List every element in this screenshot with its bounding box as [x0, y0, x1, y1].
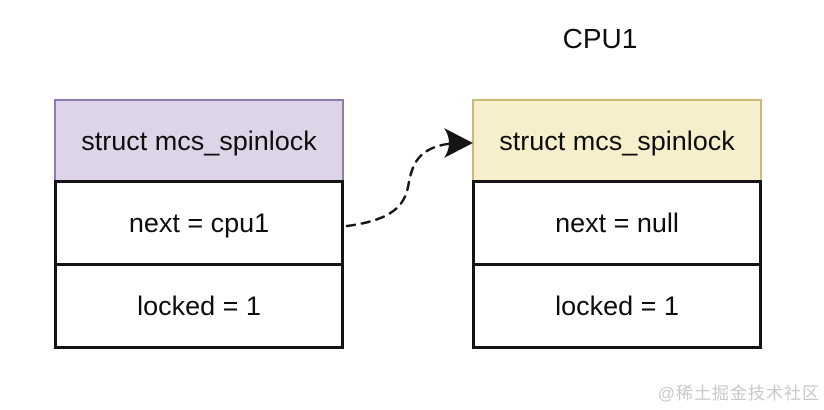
field-locked-right: locked = 1	[472, 263, 762, 349]
watermark: @稀土掘金技术社区	[657, 384, 820, 403]
field-locked-left: locked = 1	[54, 263, 344, 349]
struct-box-left: struct mcs_spinlock next = cpu1 locked =…	[54, 99, 344, 349]
arrowhead-icon	[444, 128, 473, 158]
field-next-left: next = cpu1	[54, 180, 344, 266]
struct-box-right: struct mcs_spinlock next = null locked =…	[472, 99, 762, 349]
field-next-right: next = null	[472, 180, 762, 266]
cpu1-label: CPU1	[562, 23, 638, 54]
dashed-curve	[345, 141, 458, 228]
struct-header-right: struct mcs_spinlock	[472, 99, 762, 183]
struct-header-left: struct mcs_spinlock	[54, 99, 344, 183]
